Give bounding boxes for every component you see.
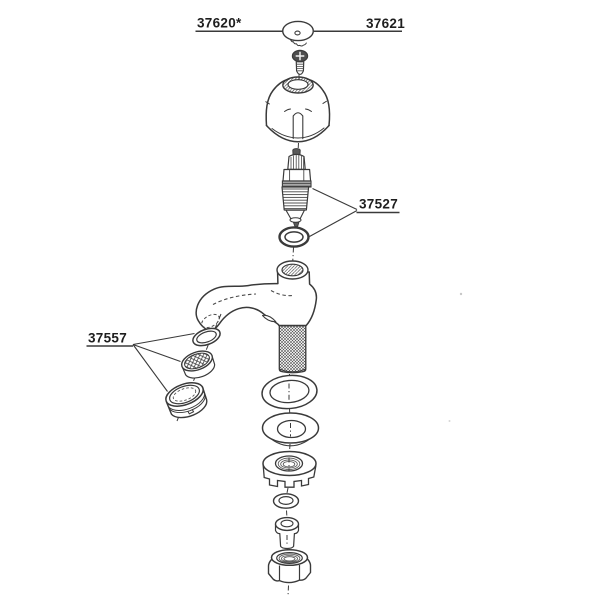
callout-37621: 37621 [313,16,405,33]
part-label-37620: 37620* [197,16,242,31]
inlet-threads [281,263,304,277]
scan-speck [448,420,451,422]
small-washer [272,493,300,509]
o-ring [278,226,310,248]
part-label-37527: 37527 [359,197,398,212]
valve-cartridge [281,148,312,228]
callout-37557-leader-housing [132,344,168,392]
mounting-locknut [262,450,317,488]
aerator-insert [180,350,216,379]
housing-thread-hint [172,387,197,402]
aerator-housing [165,382,208,419]
spout-drip-edge [261,314,277,323]
aerator-mesh-screen [184,352,210,370]
scan-speck [459,292,463,296]
callout-37527-leader-oring [309,210,358,237]
coupling-nut [267,548,312,584]
handle [265,73,331,143]
index-button-serration [290,39,307,47]
aerator-washer [192,327,221,347]
flat-washer [261,412,320,447]
phillips-cross-icon [295,51,305,61]
callout-37557-leader-insert [132,343,181,363]
spout-hidden-line [212,293,257,305]
handle-screw [291,49,309,75]
neck-hidden-line [270,290,293,297]
callout-37527: 37527 [309,188,400,237]
callout-37557: 37557 [86,331,195,392]
cartridge-threads [281,186,310,211]
handle-seam-ticks [265,100,328,105]
cartridge-spline-lines [290,155,304,170]
callout-37557-leader-washer [132,332,195,346]
part-label-37557: 37557 [88,331,127,346]
callout-37527-leader-cartridge [312,188,358,210]
faucet-body [195,260,318,332]
housing-tab [187,408,195,415]
handle-front-arch [292,112,304,140]
spout-mouth [201,313,220,329]
cartridge-packing-band [281,180,312,188]
part-label-37621: 37621 [366,16,405,31]
coupling-nut-thread-arc [278,553,301,563]
callout-37620: 37620* [195,16,283,33]
cartridge-seat-washer-screw [292,221,300,228]
coupling-nut-hex-facets [278,565,301,581]
compression-sleeve [274,516,300,550]
index-button-cap [282,20,315,47]
threaded-shank [278,325,307,374]
